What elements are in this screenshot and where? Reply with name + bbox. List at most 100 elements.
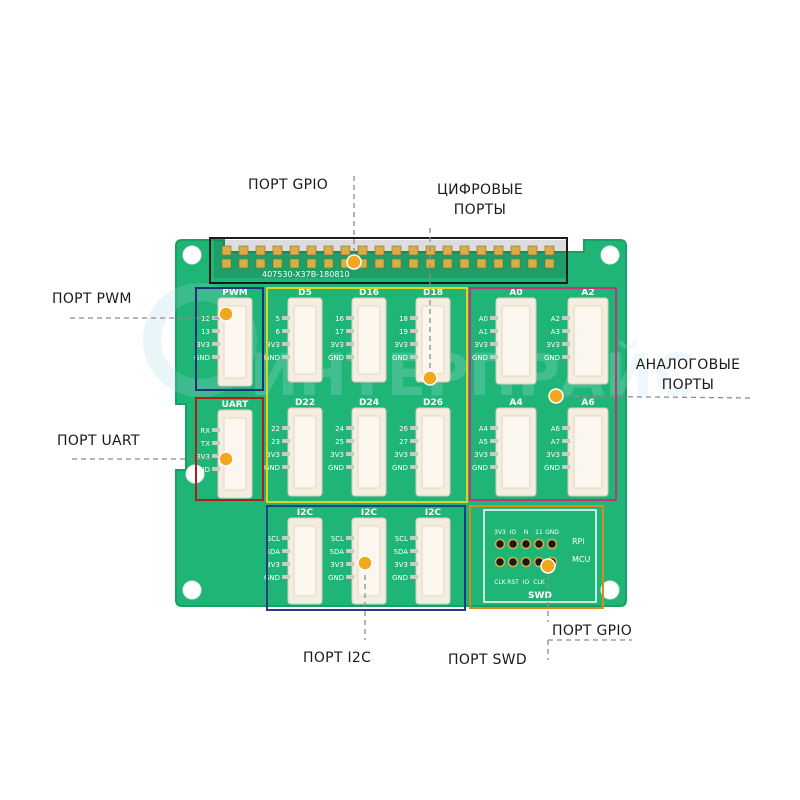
uart-box	[195, 397, 264, 501]
connector-socket	[293, 305, 317, 375]
gpio-pin	[408, 258, 419, 269]
pin-label: 13	[201, 328, 210, 336]
gpio-pin	[357, 245, 368, 256]
swd-box	[469, 505, 604, 609]
connector-pin	[490, 355, 498, 359]
connector-pin	[282, 562, 290, 566]
connector-pin	[490, 316, 498, 320]
mounting-hole	[600, 245, 620, 265]
pin-label: TX	[200, 440, 210, 448]
pin-label: GND	[392, 464, 408, 472]
connector-pin	[562, 342, 570, 346]
pin-label: SDA	[330, 548, 345, 556]
label-digital-ports: ЦИФРОВЫЕ ПОРТЫ	[436, 182, 524, 218]
gpio-pin	[459, 258, 470, 269]
pin-label: GND	[472, 464, 488, 472]
gpio-pin	[476, 245, 487, 256]
swd-pin-label: 11	[535, 529, 543, 536]
connector-pin	[562, 452, 570, 456]
gpio-pin	[323, 258, 334, 269]
connector-pin	[346, 426, 354, 430]
connector-title: D26	[423, 398, 443, 408]
gpio-pin	[459, 245, 470, 256]
pin-label: GND	[472, 354, 488, 362]
pin-label: A4	[479, 425, 489, 433]
marker-dot	[346, 254, 362, 270]
pin-label: 26	[399, 425, 408, 433]
swd-pin	[507, 538, 519, 550]
gpio-pin	[391, 258, 402, 269]
pin-label: 23	[271, 438, 280, 446]
connector-pin	[410, 549, 418, 553]
gpio-pin	[238, 245, 249, 256]
pin-label: GND	[392, 574, 408, 582]
gpio-pin	[510, 258, 521, 269]
pin-label: 5	[276, 315, 280, 323]
connector-pin	[490, 452, 498, 456]
connector-pin	[410, 575, 418, 579]
connector-socket	[357, 415, 381, 489]
connector-pin	[410, 465, 418, 469]
connector-pin	[212, 428, 220, 432]
pin-label: 3V3	[546, 451, 560, 459]
gpio-pin	[476, 258, 487, 269]
pin-label: 3V3	[474, 341, 488, 349]
pin-label: 3V3	[330, 451, 344, 459]
connector-pin	[282, 342, 290, 346]
pin-label: 19	[399, 328, 408, 336]
connector-pin	[346, 439, 354, 443]
pin-label: A1	[479, 328, 488, 336]
connector-pin	[410, 316, 418, 320]
pin-label: 3V3	[474, 451, 488, 459]
pin-label: 16	[335, 315, 344, 323]
connector-pin	[346, 562, 354, 566]
connector-pin	[562, 465, 570, 469]
connector-socket	[357, 305, 381, 375]
connector-pin	[346, 465, 354, 469]
connector-pin	[410, 355, 418, 359]
gpio-pin	[493, 245, 504, 256]
gpio-pin	[272, 258, 283, 269]
connector-socket	[421, 525, 445, 597]
connector-title: A2	[581, 288, 594, 298]
pin-label: 3V3	[394, 451, 408, 459]
swd-pin	[520, 538, 532, 550]
swd-pin	[533, 538, 545, 550]
label-analog-ports: АНАЛОГОВЫЕ ПОРТЫ	[635, 357, 741, 393]
pin-label: 3V3	[266, 341, 280, 349]
pin-label: SDA	[394, 548, 409, 556]
pin-label: GND	[264, 574, 280, 582]
connector-pin	[212, 441, 220, 445]
connector-pin	[282, 575, 290, 579]
connector-pin	[282, 355, 290, 359]
pin-label: A7	[551, 438, 560, 446]
gpio-pin	[493, 258, 504, 269]
swd-pin	[546, 538, 558, 550]
connector-pin	[282, 316, 290, 320]
marker-dot	[218, 451, 234, 467]
swd-side-label: MCU	[572, 555, 590, 564]
swd-pin-label: N	[524, 529, 529, 536]
pin-label: 3V3	[330, 561, 344, 569]
gpio-pin	[442, 245, 453, 256]
connector-pin	[212, 467, 220, 471]
connector-socket	[421, 305, 445, 375]
connector-pin	[212, 355, 220, 359]
marker-dot	[357, 555, 373, 571]
connector-pin	[410, 536, 418, 540]
connector-pin	[346, 316, 354, 320]
marker-dot	[548, 388, 564, 404]
pin-label: 3V3	[196, 453, 210, 461]
connector-pin	[562, 316, 570, 320]
swd-pin-label: GND	[545, 529, 559, 536]
gpio-pin	[306, 245, 317, 256]
connector-socket	[223, 305, 247, 379]
connector-pin	[490, 329, 498, 333]
connector-pin	[282, 439, 290, 443]
pin-label: A6	[551, 425, 561, 433]
gpio-pin	[544, 245, 555, 256]
connector-pin	[346, 342, 354, 346]
mounting-hole	[182, 580, 202, 600]
connector-pin	[562, 439, 570, 443]
pin-label: GND	[392, 354, 408, 362]
